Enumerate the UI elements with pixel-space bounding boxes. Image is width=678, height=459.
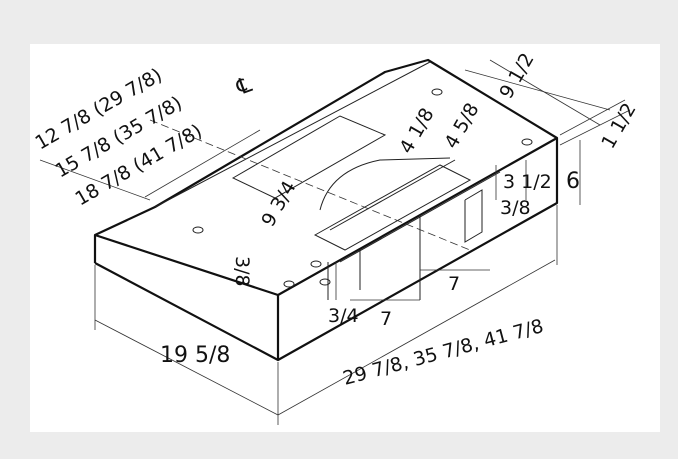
label-height-total: 6 <box>566 169 580 194</box>
screw-hole <box>319 278 331 286</box>
label-duct-depth: 9 3/4 <box>257 177 300 230</box>
label-duct-b: 4 5/8 <box>440 99 483 152</box>
label-depth-side: 19 5/8 <box>160 343 230 368</box>
label-lip: 3/8 <box>500 197 531 219</box>
centerline-symbol: ℄ <box>233 72 257 101</box>
label-duct-a: 4 1/8 <box>395 104 438 157</box>
hood-outline <box>93 58 559 362</box>
label-spacing-2: 7 <box>448 273 460 295</box>
screw-hole <box>283 280 295 288</box>
drawing-paper <box>30 44 660 432</box>
label-widths: 29 7/8, 35 7/8, 41 7/8 <box>341 315 546 390</box>
screw-hole <box>192 226 204 234</box>
label-depth-top: 9 1/2 <box>495 49 538 102</box>
screw-hole <box>310 260 322 268</box>
top-features <box>149 88 533 300</box>
label-knockout-bottom: 3/4 <box>328 305 359 327</box>
dimension-lines <box>39 59 631 425</box>
label-height-front: 3 1/2 <box>503 171 552 193</box>
screw-hole <box>521 138 533 146</box>
screw-hole <box>431 88 443 96</box>
label-offset-back: 1 1/2 <box>597 99 640 152</box>
label-knockout-small: 3/8 <box>231 256 253 287</box>
label-spacing-1: 7 <box>380 308 392 330</box>
